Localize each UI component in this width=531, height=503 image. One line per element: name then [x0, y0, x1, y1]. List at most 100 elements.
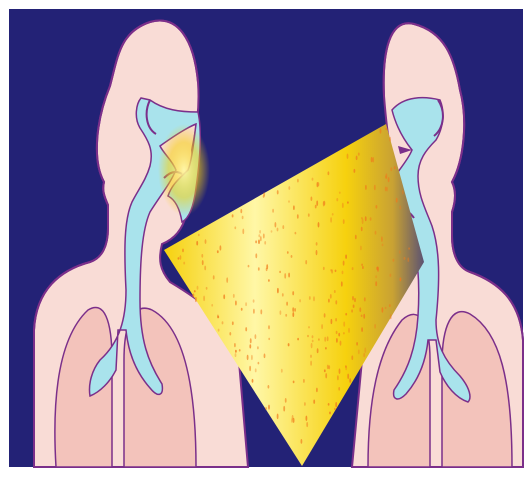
droplet: [339, 191, 341, 193]
droplet: [252, 379, 254, 383]
droplet: [336, 198, 338, 201]
droplet: [253, 309, 255, 314]
droplet: [285, 314, 287, 317]
droplet: [294, 308, 296, 312]
droplet: [264, 353, 266, 358]
droplet: [375, 281, 377, 286]
droplet: [220, 245, 222, 250]
droplet: [376, 205, 378, 209]
droplet: [338, 387, 340, 391]
droplet: [272, 209, 274, 213]
droplet: [343, 261, 345, 266]
droplet: [239, 349, 241, 352]
droplet: [334, 290, 336, 293]
droplet: [343, 321, 345, 326]
droplet: [318, 222, 320, 227]
droplet: [292, 291, 294, 295]
droplet: [235, 353, 237, 357]
droplet: [304, 402, 306, 406]
droplet: [251, 355, 253, 360]
droplet: [258, 239, 260, 244]
droplet: [361, 263, 363, 266]
droplet: [288, 200, 290, 203]
droplet: [390, 274, 392, 278]
droplet: [268, 385, 270, 389]
droplet: [217, 314, 219, 318]
droplet: [222, 321, 224, 324]
droplet: [284, 273, 286, 279]
droplet: [336, 331, 338, 334]
droplet: [280, 310, 282, 315]
droplet: [255, 240, 257, 243]
droplet: [310, 355, 312, 358]
droplet: [257, 346, 259, 349]
droplet: [362, 266, 364, 269]
droplet: [268, 279, 270, 282]
droplet: [279, 271, 281, 274]
droplet: [365, 185, 367, 190]
droplet: [404, 257, 406, 260]
droplet: [356, 156, 358, 161]
droplet: [377, 266, 379, 269]
droplet: [343, 219, 345, 224]
droplet: [178, 257, 180, 260]
droplet: [342, 271, 344, 275]
droplet: [365, 216, 367, 221]
droplet: [343, 332, 345, 334]
droplet: [321, 324, 323, 329]
droplet: [347, 154, 349, 159]
droplet: [331, 319, 333, 324]
droplet: [277, 228, 279, 232]
droplet: [374, 185, 376, 190]
droplet: [390, 167, 392, 171]
droplet: [312, 178, 314, 181]
droplet: [335, 300, 337, 304]
droplet: [336, 338, 338, 343]
droplet: [217, 250, 219, 253]
droplet: [313, 400, 315, 404]
droplet: [385, 175, 387, 178]
droplet: [248, 265, 250, 268]
droplet: [408, 247, 410, 249]
droplet: [183, 262, 185, 265]
droplet: [311, 343, 313, 348]
droplet: [297, 179, 299, 183]
droplet: [277, 190, 279, 194]
droplet: [292, 307, 294, 312]
droplet: [330, 294, 332, 299]
droplet: [371, 157, 373, 162]
droplet: [385, 187, 387, 192]
droplet: [293, 381, 295, 384]
droplet: [292, 415, 294, 420]
droplet: [327, 336, 329, 341]
droplet: [361, 314, 363, 317]
droplet: [374, 324, 376, 329]
droplet: [390, 314, 392, 319]
droplet: [194, 290, 196, 292]
droplet: [193, 293, 195, 297]
droplet: [335, 269, 337, 272]
droplet: [286, 302, 288, 306]
droplet: [355, 235, 357, 240]
droplet: [282, 293, 284, 297]
droplet: [283, 406, 285, 412]
droplet: [385, 128, 387, 131]
droplet: [330, 269, 332, 272]
droplet: [364, 347, 366, 352]
droplet: [249, 366, 251, 371]
droplet: [288, 186, 290, 190]
droplet: [205, 239, 207, 244]
droplet: [353, 304, 355, 307]
droplet: [315, 205, 317, 209]
droplet: [206, 287, 208, 290]
droplet: [263, 233, 265, 238]
droplet: [385, 307, 387, 309]
droplet: [308, 213, 310, 216]
droplet: [393, 259, 395, 262]
droplet: [242, 229, 244, 235]
droplet: [335, 318, 337, 322]
droplet: [352, 296, 354, 300]
droplet: [345, 255, 347, 259]
droplet: [311, 196, 313, 200]
droplet: [310, 361, 312, 366]
